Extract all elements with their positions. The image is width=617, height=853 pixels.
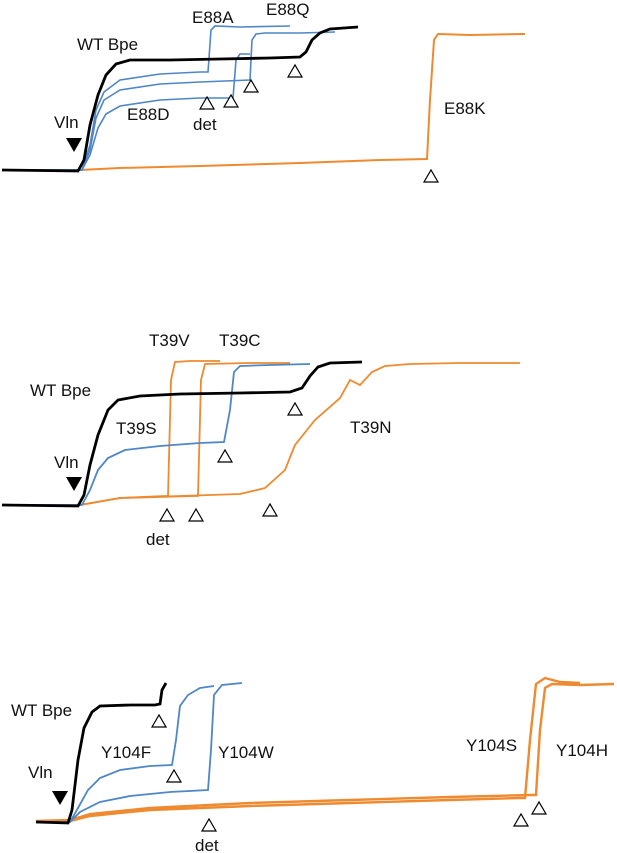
detach-marker-e88d (222, 93, 240, 108)
trace-t39c (2, 362, 290, 506)
trace-wt-bpe-3 (35, 682, 168, 825)
detach-marker-y104w (200, 817, 218, 832)
detach-marker-y104s (512, 812, 530, 827)
label-wt-bpe-1: WT Bpe (77, 35, 138, 54)
label-det-3: det (195, 836, 219, 853)
trace-e88a (2, 25, 291, 171)
detach-marker-e88q (242, 78, 260, 93)
detach-marker-wt-3 (150, 713, 168, 728)
detach-marker-e88k (422, 168, 440, 183)
trace-y104f (36, 685, 215, 823)
label-wt-bpe-2: WT Bpe (30, 381, 91, 400)
label-y104w: Y104W (218, 743, 274, 762)
label-t39n: T39N (350, 418, 392, 437)
panel-1: WT Bpe E88A E88Q E88D E88K Vln det (1, 0, 526, 183)
vln-marker-2 (66, 477, 82, 491)
label-det-1: det (193, 115, 217, 134)
detach-marker-e88a (198, 95, 216, 110)
panel-3: WT Bpe Y104F Y104W Y104S Y104H Vln det (11, 676, 615, 853)
detach-marker-wt-2 (286, 401, 304, 416)
label-vln-1: Vln (54, 113, 79, 132)
trace-wt-bpe-2 (1, 360, 363, 508)
trace-e88k (2, 32, 526, 171)
trace-y104h (35, 682, 615, 823)
label-wt-bpe-3: WT Bpe (11, 701, 72, 720)
detach-marker-t39v (158, 507, 176, 522)
label-t39s: T39S (116, 419, 157, 438)
vln-marker-1 (66, 138, 82, 152)
label-y104h: Y104H (556, 741, 608, 760)
trace-e88d (2, 53, 250, 171)
detach-marker-t39s (216, 448, 234, 463)
panel-2: WT Bpe T39V T39C T39S T39N Vln det (1, 331, 520, 549)
detach-marker-y104h (530, 800, 548, 815)
trace-e88q (2, 31, 336, 171)
label-e88q: E88Q (266, 0, 309, 19)
detach-marker-wt-1 (286, 63, 304, 78)
trace-t39s (2, 363, 311, 506)
detach-marker-t39c (187, 507, 205, 522)
trace-wt-bpe-1 (1, 25, 359, 173)
label-e88d: E88D (127, 105, 170, 124)
label-vln-3: Vln (28, 763, 53, 782)
label-y104f: Y104F (101, 743, 151, 762)
detach-marker-y104f (165, 768, 183, 783)
label-t39v: T39V (149, 331, 190, 350)
trace-y104s (35, 676, 581, 824)
label-vln-2: Vln (54, 453, 79, 472)
trace-y104w (36, 682, 243, 823)
label-det-2: det (146, 530, 170, 549)
label-t39c: T39C (219, 331, 261, 350)
label-e88a: E88A (192, 8, 234, 27)
label-e88k: E88K (444, 99, 486, 118)
detach-marker-t39n (261, 502, 279, 517)
label-y104s: Y104S (466, 736, 517, 755)
vln-marker-3 (52, 791, 68, 805)
